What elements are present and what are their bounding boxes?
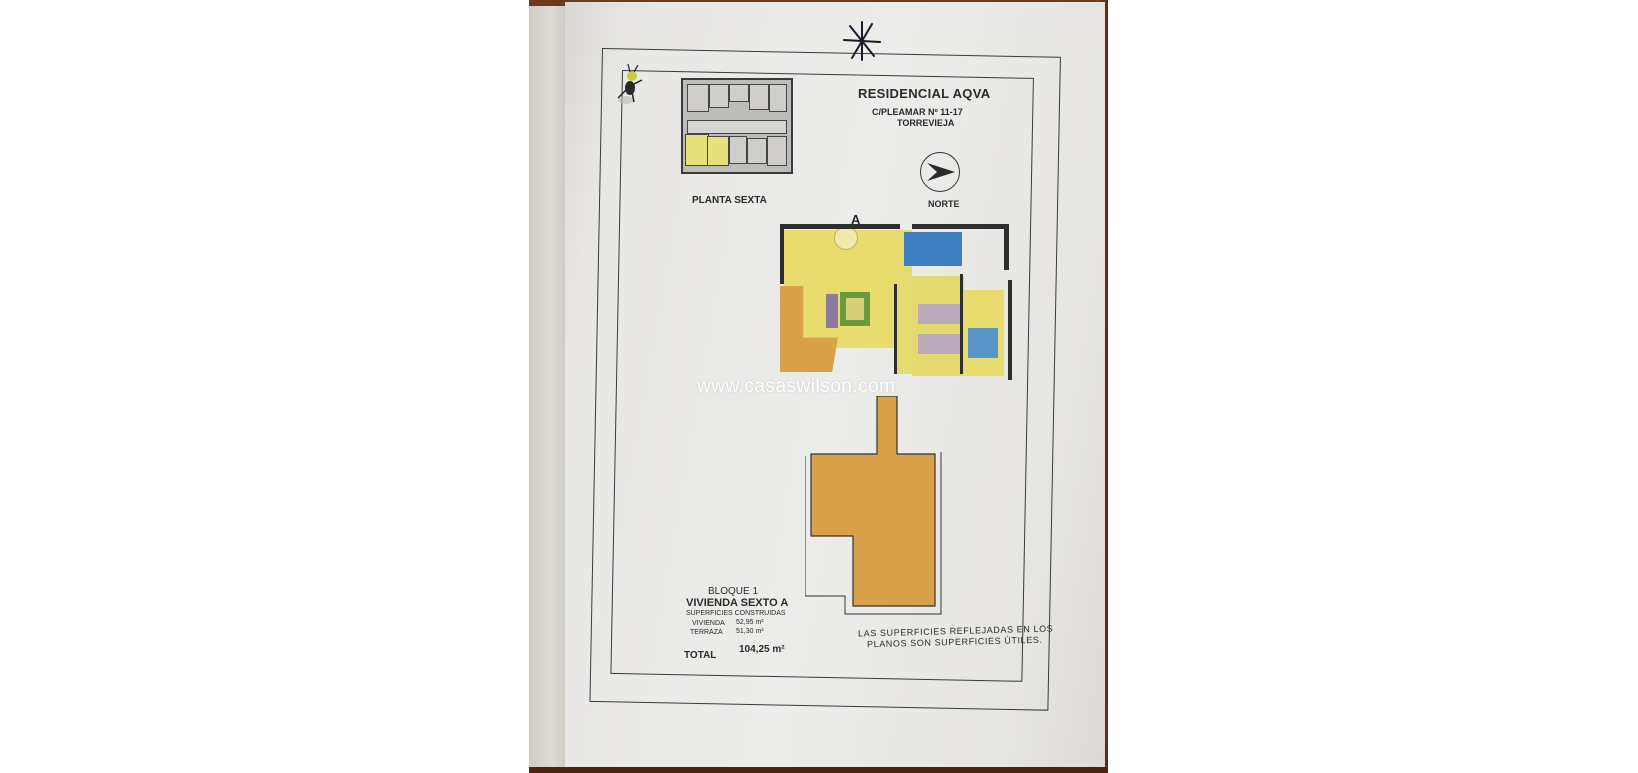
total-label: TOTAL [684,650,717,661]
dining-table [834,226,858,250]
area-value-terraza: 51,30 m² [736,628,764,635]
compass-label: NORTE [928,199,960,209]
total-value: 104,25 m² [739,644,785,655]
bathroom-room [904,232,962,266]
key-plan-diagram [681,78,793,174]
rear-terrace [805,396,942,615]
unit-marker: A [851,212,861,227]
key-plan-label: PLANTA SEXTA [692,195,767,206]
area-value-vivienda: 52,95 m² [736,619,764,626]
sofa [826,294,838,328]
area-label-vivienda: VIVIENDA [692,620,725,627]
block-label: BLOQUE 1 [708,586,759,597]
north-compass-icon [920,152,960,192]
bedroom-2-room [912,276,964,376]
unit-label: VIVIENDA SEXTO A [686,597,789,609]
brochure-page [565,2,1105,773]
development-city: TORREVIEJA [897,118,955,128]
areas-heading: SUPERFICIES CONSTRUIDAS [686,610,786,617]
ant-mascot-icon [617,63,643,104]
development-title: RESIDENCIAL AQVA [858,86,991,101]
wood-table-bottom [529,767,1108,773]
single-bed-1 [918,304,960,324]
hallway [896,230,912,374]
area-label-terraza: TERRAZA [690,629,723,636]
double-bed [968,328,998,358]
asterisk-mark-icon [843,21,881,61]
watermark-text: www.casaswilson.com [697,376,896,397]
brochure-left-pages [529,6,569,773]
coffee-table [846,298,864,320]
single-bed-2 [918,334,960,354]
photo-background [529,0,1108,773]
apartment-floor-plan: A [780,212,1012,384]
development-address: C/PLEAMAR Nº 11-17 [872,107,963,117]
